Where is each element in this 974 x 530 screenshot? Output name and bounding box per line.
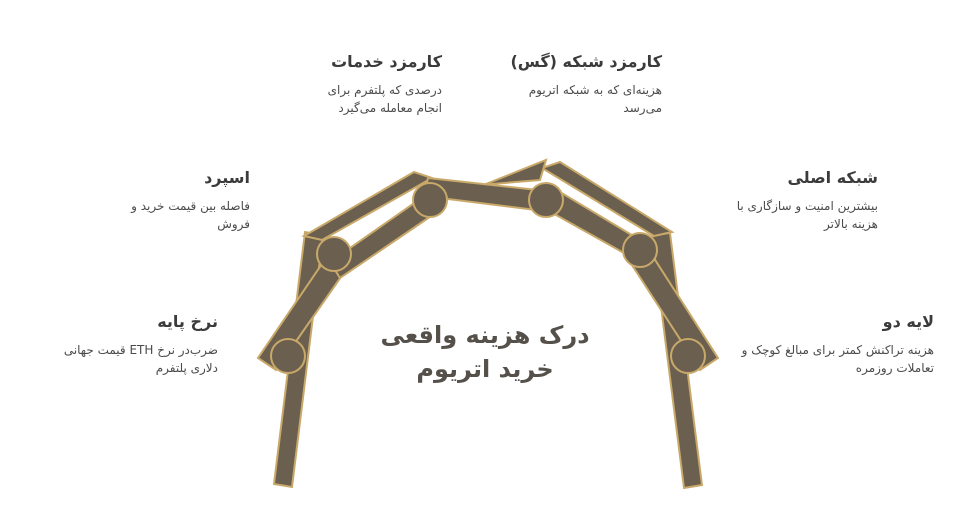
joint-right-top xyxy=(528,182,564,218)
label-mainnet: شبکه اصلی بیشترین امنیت و سازگاری با هزی… xyxy=(710,168,878,233)
beam-right-upper xyxy=(539,160,675,238)
label-gas-fee-title: کارمزد شبکه (گس) xyxy=(510,52,662,71)
label-service-fee-title: کارمزد خدمات xyxy=(331,52,442,71)
joint-left-mid xyxy=(316,236,352,272)
label-mainnet-desc: بیشترین امنیت و سازگاری با هزینه بالاتر xyxy=(736,199,878,231)
label-layer-two-title: لایه دو xyxy=(882,312,934,331)
label-service-fee-desc: درصدی که پلتفرم برای انجام معامله می‌گیر… xyxy=(327,83,442,115)
label-spread-title: اسپرد xyxy=(204,168,250,187)
label-base-rate-title: نرخ پایه xyxy=(157,312,218,331)
label-mainnet-title: شبکه اصلی xyxy=(787,168,878,187)
label-spread: اسپرد فاصله بین قیمت خرید و فروش xyxy=(110,168,250,233)
center-title-line2: خرید اتریوم xyxy=(416,355,554,383)
label-base-rate-desc: ضرب‌در نرخ ETH قیمت جهانی دلاری پلتفرم xyxy=(63,343,218,375)
joint-right-bottom xyxy=(670,338,706,374)
label-layer-two: لایه دو هزینه تراکنش کمتر برای مبالغ کوچ… xyxy=(740,312,934,377)
label-gas-fee: کارمزد شبکه (گس) هزینه‌ای که به شبکه اتر… xyxy=(508,52,662,117)
diagram-center-title: درک هزینه واقعی خرید اتریوم xyxy=(370,318,600,386)
joint-right-mid xyxy=(622,232,658,268)
label-gas-fee-desc: هزینه‌ای که به شبکه اتریوم می‌رسد xyxy=(528,83,662,115)
label-base-rate: نرخ پایه ضرب‌در نرخ ETH قیمت جهانی دلاری… xyxy=(50,312,218,377)
joint-left-bottom xyxy=(270,338,306,374)
label-layer-two-desc: هزینه تراکنش کمتر برای مبالغ کوچک و تعام… xyxy=(741,343,934,375)
label-service-fee: کارمزد خدمات درصدی که پلتفرم برای انجام … xyxy=(300,52,442,117)
label-spread-desc: فاصله بین قیمت خرید و فروش xyxy=(131,199,250,231)
center-title-line1: درک هزینه واقعی xyxy=(380,321,590,349)
joint-left-top xyxy=(412,182,448,218)
